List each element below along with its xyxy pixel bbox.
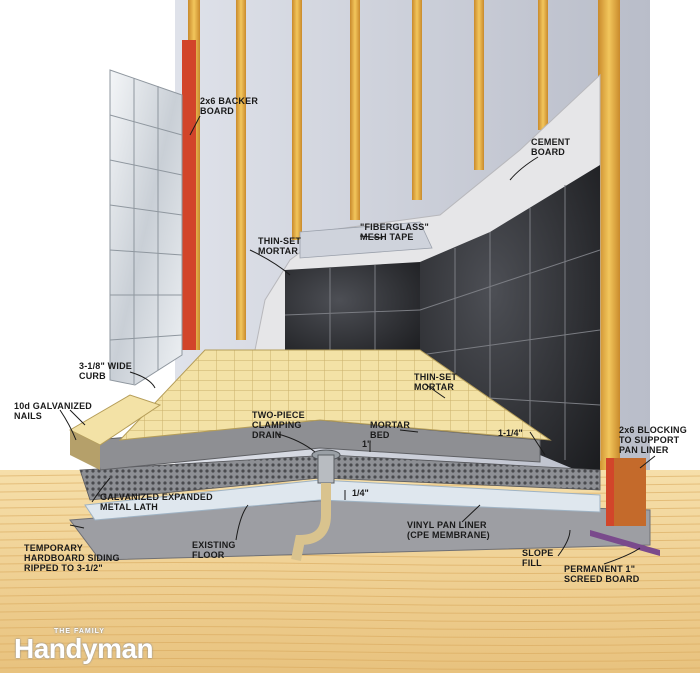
label-thinset-mortar-floor: THIN-SET MORTAR (414, 372, 458, 392)
label-metal-lath: GALVANIZED EXPANDED METAL LATH (100, 492, 213, 512)
dimension-1-1-4-inch: 1-1/4" (498, 428, 523, 438)
logo-wordmark: Handyman (14, 633, 154, 664)
label-galvanized-nails: 10d GALVANIZED NAILS (14, 401, 92, 421)
label-curb: 3-1/8" WIDE CURB (79, 361, 132, 381)
label-mortar-bed: MORTAR BED (370, 420, 411, 440)
label-fiberglass-mesh-tape: "FIBERGLASS" MESH TAPE (360, 222, 429, 242)
dimension-1-inch: 1" (362, 439, 372, 449)
drain (291, 449, 341, 561)
label-backer-board: 2x6 BACKER BOARD (200, 96, 259, 116)
label-temporary-siding: TEMPORARY HARDBOARD SIDING RIPPED TO 3-1… (24, 543, 120, 573)
back-wall-tiles (284, 262, 421, 358)
label-thinset-mortar-wall: THIN-SET MORTAR (258, 236, 302, 256)
right-wall-tiles (419, 165, 601, 480)
label-existing-floor: EXISTING FLOOR (192, 540, 236, 560)
family-handyman-logo: THE FAMILY Handyman (14, 628, 154, 664)
dimension-1-4-inch: 1/4" (352, 488, 369, 498)
label-slope-fill: SLOPE FILL (522, 548, 554, 568)
label-clamping-drain: TWO-PIECE CLAMPING DRAIN (252, 410, 305, 440)
label-cement-board: CEMENT BOARD (531, 137, 571, 157)
logo-tagline: THE FAMILY (54, 628, 105, 635)
label-blocking: 2x6 BLOCKING TO SUPPORT PAN LINER (619, 425, 687, 455)
glass-block-wall (109, 69, 183, 386)
label-screed-board: PERMANENT 1" SCREED BOARD (564, 564, 640, 584)
label-vinyl-pan-liner: VINYL PAN LINER (CPE MEMBRANE) (407, 520, 490, 540)
